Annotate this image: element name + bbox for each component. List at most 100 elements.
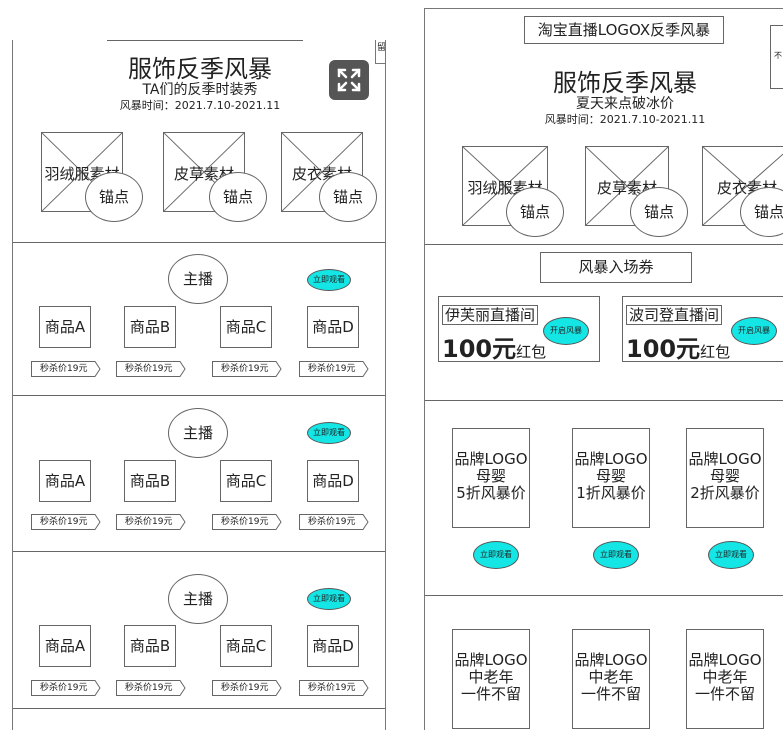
page-title: 服饰反季风暴 — [128, 55, 272, 83]
price-tag: 秒杀价19元 — [31, 680, 101, 696]
side-note-box: 留 — [375, 40, 386, 64]
product-card[interactable]: 商品D — [307, 460, 359, 502]
watch-now-button[interactable]: 立即观看 — [307, 588, 351, 610]
product-card[interactable]: 商品D — [307, 306, 359, 348]
host-avatar[interactable]: 主播 — [168, 574, 228, 624]
coupon-amount-value: 100元 — [442, 335, 517, 363]
price-tag: 秒杀价19元 — [299, 680, 369, 696]
price-tag: 秒杀价19元 — [31, 514, 101, 530]
product-card[interactable]: 商品A — [39, 625, 91, 667]
coupon-room-name: 伊芙丽直播间 — [442, 305, 539, 325]
coupon-amount-unit: 红包 — [700, 343, 731, 361]
anchor-button[interactable]: 锚点 — [630, 187, 688, 237]
tag-shape — [212, 361, 282, 377]
brand-logo-text: 品牌LOGO — [454, 651, 528, 669]
host-avatar[interactable]: 主播 — [168, 254, 228, 304]
brand-category: 母婴 — [475, 467, 506, 485]
product-card[interactable]: 商品C — [220, 625, 272, 667]
brand-category: 母婴 — [709, 467, 740, 485]
brand-slogan: 一件不留 — [580, 685, 641, 703]
price-tag: 秒杀价19元 — [212, 680, 282, 696]
tag-shape — [31, 361, 101, 377]
brand-discount: 1折风暴价 — [576, 484, 646, 502]
coupon-card[interactable]: 伊芙丽直播间 100元红包 开启风暴 — [438, 296, 600, 363]
price-tag: 秒杀价19元 — [212, 514, 282, 530]
product-card[interactable]: 商品C — [220, 306, 272, 348]
tag-shape — [212, 514, 282, 530]
product-card[interactable]: 商品B — [124, 460, 176, 502]
brand-category: 中老年 — [702, 668, 748, 686]
price-text: 秒杀价19元 — [40, 517, 88, 527]
watch-now-button[interactable]: 立即观看 — [708, 541, 754, 569]
section-divider — [13, 395, 385, 396]
brand-logo-text: 品牌LOGO — [688, 450, 762, 468]
product-card[interactable]: 商品A — [39, 460, 91, 502]
brand-card[interactable]: 品牌LOGO 母婴 2折风暴价 — [686, 428, 764, 528]
brand-discount: 5折风暴价 — [456, 484, 526, 502]
price-text: 秒杀价19元 — [125, 364, 173, 374]
coupon-amount-unit: 红包 — [516, 343, 547, 361]
tag-shape — [116, 361, 186, 377]
watch-now-button[interactable]: 立即观看 — [593, 541, 639, 569]
coupon-amount-value: 100元 — [626, 335, 701, 363]
brand-slogan: 一件不留 — [460, 685, 521, 703]
section-divider — [13, 708, 385, 709]
anchor-button[interactable]: 锚点 — [319, 172, 377, 222]
section-divider — [13, 551, 385, 552]
product-card[interactable]: 商品B — [124, 306, 176, 348]
price-tag: 秒杀价19元 — [116, 680, 186, 696]
brand-card[interactable]: 品牌LOGO 中老年 一件不留 — [452, 629, 530, 729]
anchor-button[interactable]: 锚点 — [85, 172, 143, 222]
host-avatar[interactable]: 主播 — [168, 408, 228, 458]
watch-now-button[interactable]: 立即观看 — [307, 422, 351, 444]
price-text: 秒杀价19元 — [40, 364, 88, 374]
storm-time: 风暴时间：2021.7.10-2021.11 — [544, 113, 706, 126]
product-card[interactable]: 商品A — [39, 306, 91, 348]
brand-card[interactable]: 品牌LOGO 中老年 一件不留 — [686, 629, 764, 729]
brand-card[interactable]: 品牌LOGO 中老年 一件不留 — [572, 629, 650, 729]
tag-shape — [212, 680, 282, 696]
expand-icon — [337, 68, 361, 92]
side-note-text: 不 — [774, 51, 782, 60]
coupon-amount: 100元红包 — [626, 329, 730, 364]
brand-category: 中老年 — [468, 668, 514, 686]
open-storm-button[interactable]: 开启风暴 — [543, 317, 589, 345]
brand-card[interactable]: 品牌LOGO 母婴 5折风暴价 — [452, 428, 530, 528]
coupon-card[interactable]: 波司登直播间 100元红包 开启风暴 — [622, 296, 783, 364]
anchor-button[interactable]: 锚点 — [506, 187, 564, 237]
brand-discount: 2折风暴价 — [690, 484, 760, 502]
price-tag: 秒杀价19元 — [116, 514, 186, 530]
brand-card[interactable]: 品牌LOGO 母婴 1折风暴价 — [572, 428, 650, 528]
section-divider — [425, 244, 783, 245]
watch-now-button[interactable]: 立即观看 — [307, 269, 351, 291]
price-text: 秒杀价19元 — [308, 517, 356, 527]
product-card[interactable]: 商品B — [124, 625, 176, 667]
product-card[interactable]: 商品D — [307, 625, 359, 667]
price-tag: 秒杀价19元 — [212, 361, 282, 377]
storm-time: 风暴时间：2021.7.10-2021.11 — [119, 99, 281, 112]
section-divider — [425, 400, 783, 401]
brand-category: 母婴 — [595, 467, 626, 485]
section-divider — [425, 595, 783, 596]
brand-logo-text: 品牌LOGO — [574, 651, 648, 669]
anchor-button[interactable]: 锚点 — [740, 187, 783, 237]
price-text: 秒杀价19元 — [308, 364, 356, 374]
price-tag: 秒杀价19元 — [299, 514, 369, 530]
product-card[interactable]: 商品C — [220, 460, 272, 502]
brand-logo-text: 品牌LOGO — [688, 651, 762, 669]
section-divider — [13, 242, 385, 243]
open-storm-button[interactable]: 开启风暴 — [731, 317, 777, 345]
fullscreen-button[interactable] — [329, 60, 369, 100]
tag-shape — [299, 361, 369, 377]
side-note-text: 留 — [376, 43, 386, 53]
anchor-button[interactable]: 锚点 — [209, 172, 267, 222]
watch-now-button[interactable]: 立即观看 — [473, 541, 519, 569]
tag-shape — [116, 514, 186, 530]
side-note-box: 不 — [770, 25, 783, 89]
brand-logo-text: 品牌LOGO — [574, 450, 648, 468]
price-tag: 秒杀价19元 — [299, 361, 369, 377]
price-tag: 秒杀价19元 — [116, 361, 186, 377]
price-tag: 秒杀价19元 — [31, 361, 101, 377]
header-logo-box: 淘宝直播LOGOX反季风暴 — [524, 16, 724, 44]
tag-shape — [31, 514, 101, 530]
